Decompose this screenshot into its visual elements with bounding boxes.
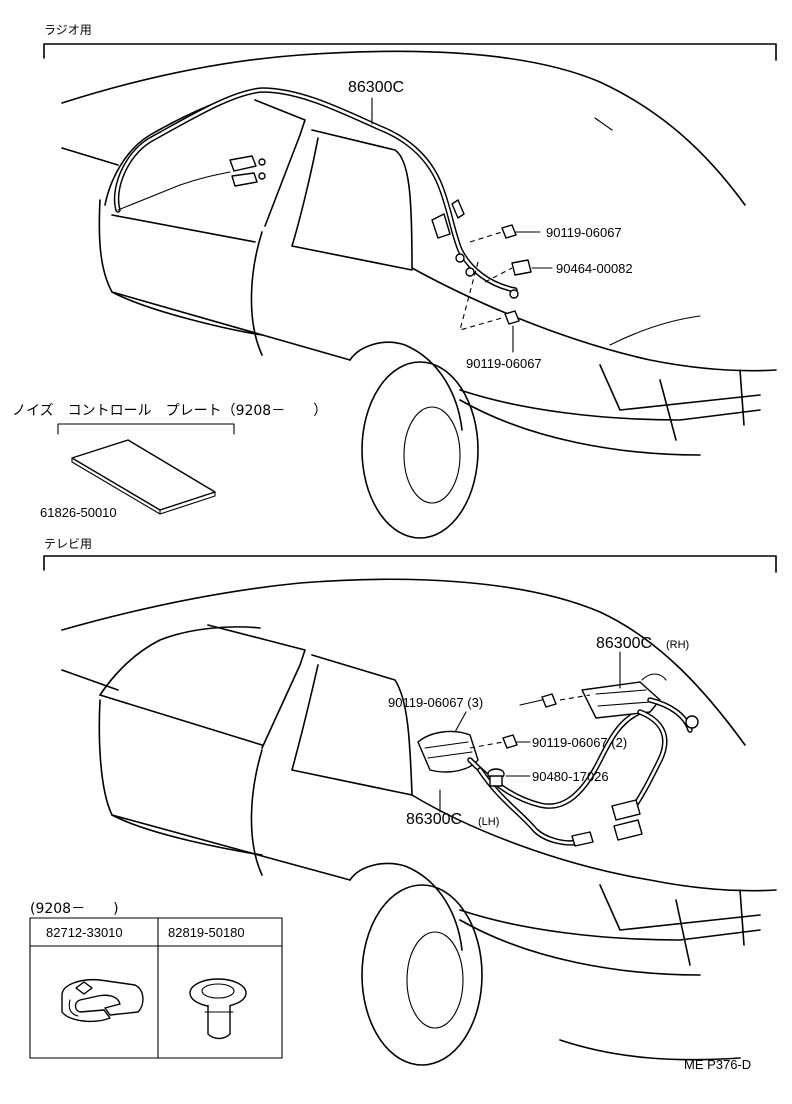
- radio-leaders: [371, 97, 553, 353]
- radio-harness-label: 86300C: [348, 79, 405, 96]
- radio-bracket-label: 90464-00082: [556, 261, 633, 276]
- radio-section-heading: ラジオ用: [44, 23, 92, 37]
- inset-col2-part: 82819-50180: [168, 925, 245, 940]
- antenna-harness-icon: [113, 87, 519, 299]
- tv-clip-right-label: 90119-06067 (2): [532, 735, 628, 750]
- tv-harness-lh-label: 86300C: [406, 811, 463, 828]
- tv-harness-rh-label: 86300C: [596, 635, 653, 652]
- clip-icon: [501, 224, 520, 325]
- radio-section-bracket: [43, 43, 777, 61]
- noise-plate-part-no: 61826-50010: [40, 505, 117, 520]
- tv-harness-rh-suffix: (RH): [666, 639, 690, 651]
- tv-leaders: [439, 651, 621, 813]
- tv-section-bracket: [43, 555, 777, 573]
- tv-clip-left-label: 90119-06067 (3): [388, 695, 484, 710]
- car-rear-outline-icon: [61, 50, 777, 539]
- clip-icon: [502, 693, 557, 749]
- clamp-icon: [61, 978, 144, 1023]
- inset-box: [29, 917, 283, 1059]
- car-rear-outline-icon: [61, 578, 777, 1066]
- tv-harness-lh-suffix: (LH): [478, 816, 500, 828]
- tv-section-heading: テレビ用: [44, 537, 93, 551]
- radio-clip-top-label: 90119-06067: [546, 225, 622, 240]
- inset-header: (9208－ ): [30, 901, 119, 917]
- footer-code: ME P376-D: [684, 1057, 752, 1072]
- noise-plate-title: ノイズ コントロール プレート（9208－ ）: [12, 403, 328, 419]
- grommet-icon: [487, 768, 505, 787]
- inset-col1-part: 82712-33010: [46, 925, 123, 940]
- bracket-icon: [511, 259, 532, 276]
- grommet-icon: [189, 978, 247, 1040]
- tv-harness-icon: [417, 673, 699, 847]
- plate-icon: [57, 423, 235, 515]
- tv-grommet-label: 90480-17026: [532, 769, 609, 784]
- radio-clip-bottom-label: 90119-06067: [466, 356, 542, 371]
